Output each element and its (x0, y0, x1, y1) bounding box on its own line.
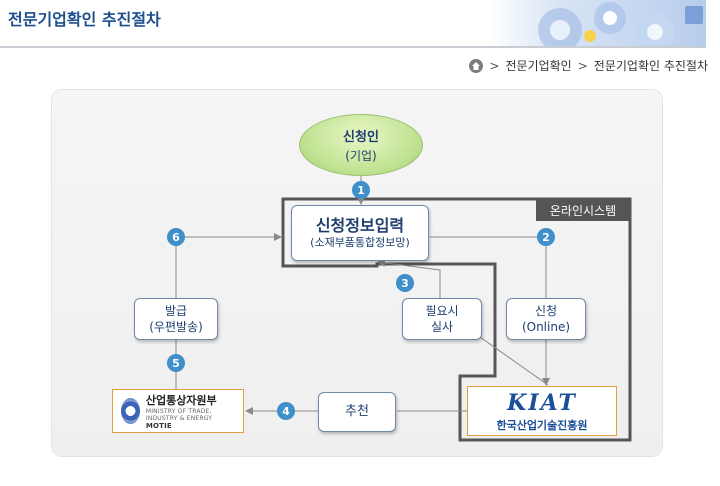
apply-line1: 신청 (534, 303, 558, 318)
breadcrumb-separator: > (577, 58, 588, 73)
issue-box: 발급 (우편발송) (134, 298, 218, 340)
online-system-tag: 온라인시스템 (536, 199, 630, 221)
recommend-box: 추천 (318, 392, 396, 432)
step-badge-5: 5 (167, 354, 185, 372)
apply-online-box: 신청 (Online) (506, 298, 586, 340)
kiat-box: KIAT 한국산업기술진흥원 (467, 386, 617, 436)
page-title: 전문기업확인 추진절차 (8, 10, 161, 29)
motie-sub: MINISTRY OF TRADE, INDUSTRY & ENERGY (145, 408, 213, 422)
review-line2: 실사 (430, 320, 454, 334)
step-badge-2: 2 (537, 228, 555, 246)
issue-line2: (우편발송) (149, 320, 203, 334)
review-line1: 필요시 (425, 303, 459, 318)
breadcrumb-item-expert-confirm[interactable]: 전문기업확인 (505, 59, 572, 73)
issue-line1: 발급 (164, 303, 188, 318)
input-box-label: 신청정보입력 (315, 215, 405, 235)
step-badge-1: 1 (352, 181, 370, 199)
site-review-box: 필요시 실사 (402, 298, 482, 340)
step-badge-3: 3 (396, 274, 414, 292)
home-icon[interactable] (469, 58, 484, 73)
government-emblem-icon (121, 398, 140, 424)
recommend-label: 추천 (345, 404, 369, 420)
applicant-node: 신청인 (기업) (299, 114, 423, 176)
header-banner (490, 0, 706, 46)
step-badge-6: 6 (167, 228, 185, 246)
kiat-name: 한국산업기술진흥원 (496, 418, 588, 432)
application-input-box: 신청정보입력 (소재부품통합정보망) (291, 205, 429, 261)
apply-line2: (Online) (521, 320, 571, 334)
kiat-logo: KIAT (507, 389, 577, 416)
motie-box: 산업통상자원부 MINISTRY OF TRADE, INDUSTRY & EN… (112, 389, 244, 433)
breadcrumb-item-procedure: 전문기업확인 추진절차 (593, 59, 708, 73)
input-box-sub: (소재부품통합정보망) (310, 236, 410, 250)
motie-name: 산업통상자원부 (145, 394, 217, 407)
breadcrumb-separator: > (489, 58, 500, 73)
breadcrumb: > 전문기업확인 > 전문기업확인 추진절차 (469, 57, 708, 74)
step-badge-4: 4 (277, 402, 295, 420)
motie-abbr: MOTIE (145, 422, 172, 430)
gear-decoration-icon (538, 2, 703, 46)
header-divider (0, 46, 706, 48)
applicant-sub: (기업) (345, 149, 377, 163)
applicant-label: 신청인 (343, 130, 379, 145)
